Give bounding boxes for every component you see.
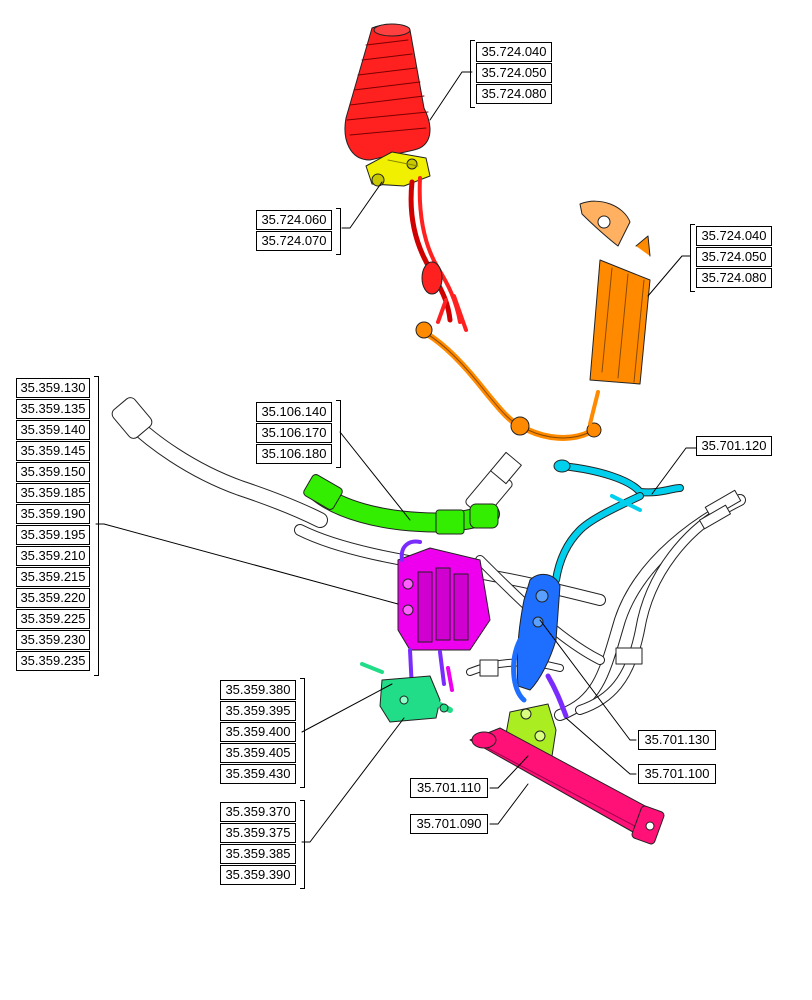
- group-bracket: [300, 678, 305, 788]
- part-number-label: 35.701.090: [410, 814, 488, 834]
- part-number-label: 35.359.145: [16, 441, 90, 461]
- part-number-label: 35.359.190: [16, 504, 90, 524]
- fitting-part: [111, 397, 742, 677]
- part-number-label: 35.359.215: [16, 567, 90, 587]
- part-number-label: 35.359.195: [16, 525, 90, 545]
- pink-cylinder-part: [469, 727, 665, 845]
- part-number-label: 35.724.040: [696, 226, 772, 246]
- yellow-joint-part: [365, 151, 431, 187]
- group-bracket: [336, 208, 341, 255]
- part-number-label: 35.359.370: [220, 802, 296, 822]
- part-number-label: 35.359.380: [220, 680, 296, 700]
- part-number-label: 35.359.385: [220, 844, 296, 864]
- part-number-label: 35.359.130: [16, 378, 90, 398]
- part-number-label: 35.359.185: [16, 483, 90, 503]
- part-number-label: 35.359.390: [220, 865, 296, 885]
- orange-lever-part: [415, 200, 651, 441]
- cyan-pipe-part: [552, 459, 684, 584]
- part-number-label: 35.359.400: [220, 722, 296, 742]
- part-number-label: 35.724.040: [476, 42, 552, 62]
- part-number-label: 35.724.050: [696, 247, 772, 267]
- part-number-label: 35.359.405: [220, 743, 296, 763]
- part-number-label: 35.701.110: [410, 778, 488, 798]
- green-pipe-part: [303, 474, 500, 535]
- group-bracket: [300, 800, 305, 889]
- part-number-label: 35.359.395: [220, 701, 296, 721]
- part-number-label: 35.724.050: [476, 63, 552, 83]
- part-number-label: 35.701.100: [638, 764, 716, 784]
- part-number-label: 35.359.430: [220, 764, 296, 784]
- red-cable-part: [408, 176, 468, 332]
- part-number-label: 35.106.140: [256, 402, 332, 422]
- part-number-label: 35.359.235: [16, 651, 90, 671]
- purple-hose-part: [545, 673, 569, 719]
- blue-valve-part: [511, 573, 561, 703]
- part-number-label: 35.106.180: [256, 444, 332, 464]
- part-number-label: 35.359.150: [16, 462, 90, 482]
- part-number-label: 35.359.140: [16, 420, 90, 440]
- part-number-label: 35.701.120: [696, 436, 772, 456]
- group-bracket: [336, 400, 341, 468]
- group-bracket: [470, 40, 475, 108]
- part-number-label: 35.724.070: [256, 231, 332, 251]
- part-number-label: 35.359.210: [16, 546, 90, 566]
- magenta-control-valve-part: [397, 539, 491, 692]
- part-number-label: 35.359.225: [16, 609, 90, 629]
- part-number-label: 35.359.135: [16, 399, 90, 419]
- part-number-label: 35.359.375: [220, 823, 296, 843]
- part-number-label: 35.359.220: [16, 588, 90, 608]
- part-number-label: 35.724.080: [696, 268, 772, 288]
- teal-block-part: [360, 662, 453, 723]
- group-bracket: [690, 224, 695, 292]
- part-number-label: 35.724.060: [256, 210, 332, 230]
- part-number-label: 35.359.230: [16, 630, 90, 650]
- part-number-label: 35.106.170: [256, 423, 332, 443]
- part-number-label: 35.701.130: [638, 730, 716, 750]
- group-bracket: [94, 376, 99, 676]
- rubber-boot-part: [344, 23, 431, 161]
- part-number-label: 35.724.080: [476, 84, 552, 104]
